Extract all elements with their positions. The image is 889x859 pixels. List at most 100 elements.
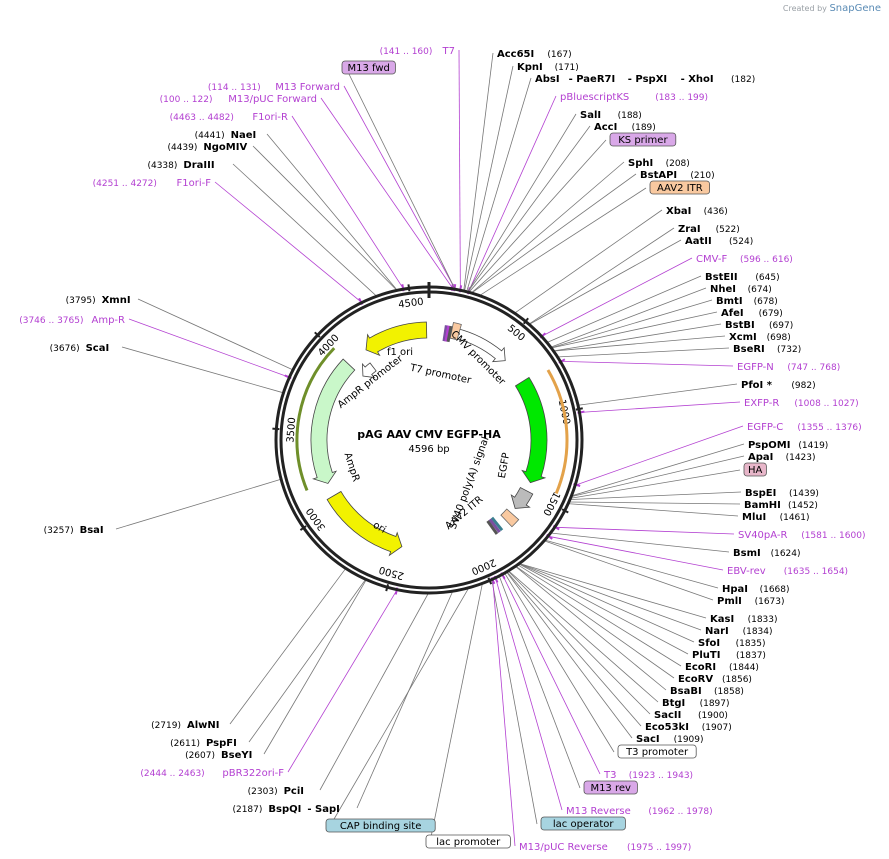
site-label[interactable]: (2607)BseYI [185, 750, 252, 761]
site-label[interactable]: PluTI(1837) [692, 650, 766, 661]
leader-line [580, 401, 741, 413]
feature-f1-ori[interactable] [365, 321, 428, 357]
site-label[interactable]: T3(1923 .. 1943) [603, 770, 693, 781]
site-label[interactable]: (3676)ScaI [50, 343, 110, 354]
leader-line [504, 573, 615, 753]
site-label[interactable]: (2719)AlwNI [151, 720, 219, 731]
site-label[interactable]: AatII(524) [685, 236, 753, 247]
site-label[interactable]: (4441)NaeI [195, 130, 257, 141]
feature-aav2-itr[interactable] [449, 322, 462, 341]
site-label[interactable]: KS primer [609, 132, 677, 147]
site-label[interactable]: BsmI(1624) [733, 548, 801, 559]
site-label[interactable]: SalI(188) [580, 110, 642, 121]
site-label[interactable]: AbsI- PaeR7I- PspXI- XhoI(182) [535, 74, 755, 85]
site-position: (2719) [151, 721, 181, 731]
site-label[interactable]: EGFP-C(1355 .. 1376) [747, 422, 862, 433]
site-label[interactable]: BmtI(678) [716, 296, 778, 307]
site-label[interactable]: HpaI(1668) [722, 584, 790, 595]
site-position: (189) [632, 123, 656, 133]
site-position: (674) [748, 285, 772, 295]
site-label[interactable]: SacI(1909) [636, 734, 704, 745]
site-label[interactable]: ApaI(1423) [748, 452, 816, 463]
site-position: (2303) [248, 787, 278, 797]
site-label[interactable]: CMV-F(596 .. 616) [696, 254, 793, 265]
site-position: (1423) [786, 453, 816, 463]
site-label[interactable]: PspOMI(1419) [748, 440, 828, 451]
site-label[interactable]: T3 promoter [617, 744, 697, 759]
feature-aav2-itr[interactable] [500, 508, 520, 528]
site-label[interactable]: BseRI(732) [733, 344, 801, 355]
site-label[interactable]: HA [743, 462, 767, 477]
site-label[interactable]: Eco53kI(1907) [645, 722, 732, 733]
site-label[interactable]: pBR322ori-F(2444 .. 2463) [140, 768, 284, 779]
site-label[interactable]: Acc65I(167) [497, 49, 572, 60]
site-label[interactable]: NarI(1834) [705, 626, 773, 637]
site-label[interactable]: AAV2 ITR [649, 180, 710, 195]
site-label[interactable]: AfeI(679) [721, 308, 783, 319]
leader-line [214, 181, 362, 303]
site-label[interactable]: (2187)BspQI- SapI [232, 804, 339, 815]
site-label[interactable]: pBluescriptKS(183 .. 199) [560, 92, 708, 103]
feature-ori[interactable] [326, 490, 403, 557]
site-label[interactable]: M13 Reverse(1962 .. 1978) [566, 806, 713, 817]
feature-egfp[interactable] [514, 376, 548, 484]
feature-label-ampr: AmpR [342, 451, 362, 483]
site-label[interactable]: (4338)DraIII [147, 160, 214, 171]
feature-ampr[interactable] [310, 358, 356, 484]
site-label[interactable]: M13/pUC Forward(100 .. 122) [160, 94, 317, 105]
site-position: (2187) [232, 805, 262, 815]
site-label[interactable]: lac operator [540, 816, 626, 831]
site-label[interactable]: AccI(189) [594, 122, 656, 133]
site-label[interactable]: M13 fwd [341, 60, 396, 75]
feature-ampr-promoter[interactable] [362, 362, 377, 379]
site-label[interactable]: F1ori-R(4463 .. 4482) [170, 112, 288, 123]
map-center-label: pAG AAV CMV EGFP-HA 4596 bp [357, 428, 501, 455]
site-label[interactable]: M13/pUC Reverse(1975 .. 1997) [519, 842, 691, 853]
site-label[interactable]: EXFP-R(1008 .. 1027) [744, 398, 859, 409]
site-name: BspEI [745, 488, 776, 499]
site-label[interactable]: BstBI(697) [725, 320, 793, 331]
site-label[interactable]: Amp-R(3746 .. 3765) [19, 315, 125, 326]
site-label[interactable]: (2303)PciI [248, 786, 304, 797]
site-label[interactable]: XcmI(698) [729, 332, 791, 343]
site-label[interactable]: BstAPI(210) [640, 170, 715, 181]
site-label[interactable]: BamHI(1452) [744, 500, 818, 511]
site-label[interactable]: XbaI(436) [666, 206, 728, 217]
site-label[interactable]: lac promoter [425, 834, 511, 849]
site-label[interactable]: KasI(1833) [710, 614, 778, 625]
site-label[interactable]: EGFP-N(747 .. 768) [737, 362, 840, 373]
site-label[interactable]: PmlI(1673) [717, 596, 785, 607]
site-label[interactable]: BspEI(1439) [745, 488, 819, 499]
site-label[interactable]: (2611)PspFI [170, 738, 237, 749]
site-label[interactable]: MluI(1461) [742, 512, 810, 523]
feature-sv40-poly-a-signal[interactable] [510, 487, 534, 509]
feature-box-label: T3 promoter [625, 747, 689, 758]
site-label[interactable]: PfoI *(982) [741, 380, 816, 391]
site-label[interactable]: NheI(674) [710, 284, 772, 295]
site-label[interactable]: SacII(1900) [654, 710, 728, 721]
site-label[interactable]: (3257)BsaI [44, 525, 104, 536]
site-label[interactable]: SphI(208) [628, 158, 690, 169]
site-label[interactable]: SfoI(1835) [698, 638, 766, 649]
site-label[interactable]: EBV-rev(1635 .. 1654) [727, 566, 848, 577]
site-label[interactable]: F1ori-F(4251 .. 4272) [93, 178, 212, 189]
site-label[interactable]: SV40pA-R(1581 .. 1600) [738, 530, 865, 541]
feature-box [743, 462, 767, 477]
site-label[interactable]: BsaBI(1858) [670, 686, 744, 697]
site-label[interactable]: M13 Forward(114 .. 131) [208, 82, 340, 93]
site-label[interactable]: (4439)NgoMIV [167, 142, 247, 153]
site-label[interactable]: EcoRI(1844) [685, 662, 759, 673]
site-label[interactable]: T7(141 .. 160) [380, 46, 455, 57]
feature-cmv-promoter[interactable] [454, 327, 506, 363]
site-name: KasI [710, 614, 734, 625]
site-name: BmtI [716, 296, 743, 307]
site-label[interactable]: BstEII(645) [705, 272, 780, 283]
site-label[interactable]: (3795)XmnI [66, 295, 131, 306]
site-label[interactable]: KpnI(171) [517, 62, 579, 73]
site-label[interactable]: BtgI(1897) [662, 698, 730, 709]
site-name: NarI [705, 626, 729, 637]
site-label[interactable]: EcoRV(1856) [678, 674, 752, 685]
site-label[interactable]: ZraI(522) [678, 224, 740, 235]
site-label[interactable]: M13 rev [583, 780, 638, 795]
site-label[interactable]: CAP binding site [325, 818, 436, 833]
